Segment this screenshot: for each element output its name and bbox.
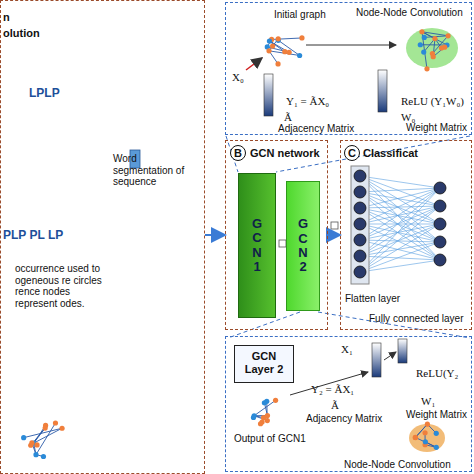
node-label: X₀	[232, 71, 244, 84]
node-label: W₁	[421, 395, 435, 408]
node-label: Classificat	[363, 147, 418, 160]
node-label: B	[230, 145, 246, 161]
node-label: ReLU (Y₁W₀)	[401, 95, 464, 108]
convolution-blob	[406, 28, 458, 68]
gcn-block: GCN1	[238, 173, 276, 318]
layer-box: GCN Layer 2	[234, 345, 294, 383]
node-label: PLP PL LP	[3, 229, 63, 243]
gcn-network-panel: B GCN networkGCN1 GCN2	[225, 140, 328, 330]
node-label: occurrence used to ogeneous re circles r…	[15, 263, 107, 309]
node-label: GCN2	[297, 217, 310, 274]
node-label: Y₁ = ÃX₀	[286, 95, 329, 108]
node-label: LPLP	[29, 87, 60, 101]
node-label: GCN1	[251, 217, 264, 274]
node-label: Y₂ = ÃX₁	[311, 383, 354, 396]
gcn-block: GCN2	[286, 181, 320, 311]
gcn-layer-panel: X₁ Y₂ = ÃX₁ ÃAdjacency Matrix ReLU(Y₂ W₁Weig…	[225, 336, 472, 472]
node-label: Weight Matrix	[406, 409, 467, 421]
sequence-panel: n olutionLPLP Word segmentation of sequenc…	[0, 0, 205, 474]
node-label: ReLU(Y₂	[416, 367, 458, 380]
node-label: Initial graph	[274, 9, 326, 21]
flow-arrow	[328, 234, 340, 236]
node-label: Word segmentation of sequence	[113, 153, 199, 188]
network-strokes	[21, 29, 451, 459]
matrix-bar	[398, 339, 407, 363]
classification-panel: CClassificatFlatten layerFully connected…	[340, 140, 472, 330]
matrix-bar	[372, 343, 381, 377]
input-arrow	[246, 58, 262, 70]
matrix-bar	[378, 70, 387, 112]
process-arrow	[290, 372, 368, 395]
node-label: Ã	[284, 111, 292, 124]
node-label: X₁	[341, 343, 353, 356]
flow-arrow	[205, 234, 225, 236]
node-label: C	[344, 145, 360, 161]
node-label: Node-Node Convolution	[344, 459, 451, 471]
process-arrow	[384, 352, 396, 360]
activation-icon	[279, 240, 286, 247]
matrix-bar	[264, 74, 273, 116]
node-label: Flatten layer	[345, 293, 400, 305]
node-label: Output of GCN1	[234, 433, 306, 445]
node-label: Weight Matrix	[406, 122, 467, 134]
process-arrow	[306, 45, 396, 46]
node-label: GCN network	[250, 147, 320, 160]
node-label: Ã	[331, 399, 339, 412]
node-label: Adjacency Matrix	[278, 123, 354, 135]
node-label: W₀	[401, 111, 415, 124]
node-label: olution	[3, 27, 40, 40]
activation-icon	[331, 222, 338, 229]
gcn-layer-panel: Initial graph Node-Node ConvolutionX₀ Y₁ =…	[225, 2, 472, 135]
node-label: GCN Layer 2	[235, 346, 293, 379]
node-label: Fully connected layer	[369, 313, 464, 325]
node-label: Adjacency Matrix	[306, 413, 382, 425]
convolution-blob	[409, 424, 445, 452]
node-label: n	[3, 11, 10, 24]
node-label: Node-Node Convolution	[356, 7, 463, 19]
